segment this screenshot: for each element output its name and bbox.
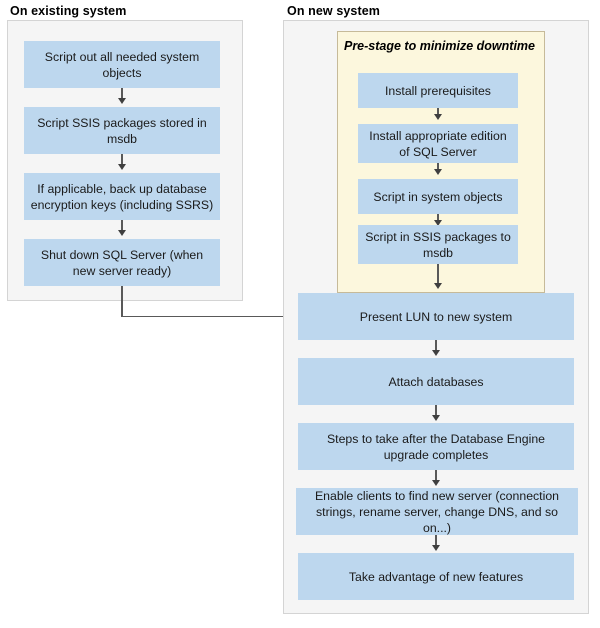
node-take-advantage-new-features[interactable]: Take advantage of new features <box>298 553 574 600</box>
connector-new-3 <box>435 470 437 482</box>
arrow-down-icon <box>117 164 126 170</box>
node-post-upgrade-steps[interactable]: Steps to take after the Database Engine … <box>298 423 574 470</box>
node-script-out-system-objects[interactable]: Script out all needed system objects <box>24 41 220 88</box>
node-script-ssis-packages[interactable]: Script SSIS packages stored in msdb <box>24 107 220 154</box>
prestage-title: Pre-stage to minimize downtime <box>343 39 535 53</box>
connector-new-2 <box>435 405 437 417</box>
connector-existing-2 <box>121 154 123 166</box>
arrow-down-icon <box>117 98 126 104</box>
connector-existing-3 <box>121 220 123 232</box>
connector-prestage-3 <box>437 214 439 223</box>
arrow-down-icon <box>433 114 442 120</box>
node-shut-down-sql-server[interactable]: Shut down SQL Server (when new server re… <box>24 239 220 286</box>
node-present-lun[interactable]: Present LUN to new system <box>298 293 574 340</box>
arrow-down-icon <box>431 350 440 356</box>
arrow-down-icon <box>431 545 440 551</box>
panel-title-existing-system: On existing system <box>10 4 127 18</box>
arrow-down-icon <box>433 169 442 175</box>
connector-cross-panel-horizontal <box>121 315 292 318</box>
node-backup-encryption-keys[interactable]: If applicable, back up database encrypti… <box>24 173 220 220</box>
connector-new-4 <box>435 535 437 547</box>
connector-cross-panel-vertical <box>121 286 123 317</box>
node-enable-clients-find-server[interactable]: Enable clients to find new server (conne… <box>296 488 578 535</box>
arrow-down-icon <box>431 415 440 421</box>
panel-title-new-system: On new system <box>287 4 380 18</box>
node-install-sql-server-edition[interactable]: Install appropriate edition of SQL Serve… <box>358 124 518 163</box>
node-script-in-system-objects[interactable]: Script in system objects <box>358 179 518 214</box>
arrow-down-icon <box>431 480 440 486</box>
arrow-down-icon <box>433 220 442 226</box>
connector-prestage-1 <box>437 108 439 117</box>
connector-prestage-2 <box>437 163 439 172</box>
node-script-in-ssis-packages[interactable]: Script in SSIS packages to msdb <box>358 225 518 264</box>
node-install-prerequisites[interactable]: Install prerequisites <box>358 73 518 108</box>
arrow-down-icon <box>433 283 442 289</box>
arrow-down-icon <box>117 230 126 236</box>
node-attach-databases[interactable]: Attach databases <box>298 358 574 405</box>
connector-prestage-exit <box>437 264 439 285</box>
connector-existing-1 <box>121 88 123 100</box>
connector-new-1 <box>435 340 437 352</box>
